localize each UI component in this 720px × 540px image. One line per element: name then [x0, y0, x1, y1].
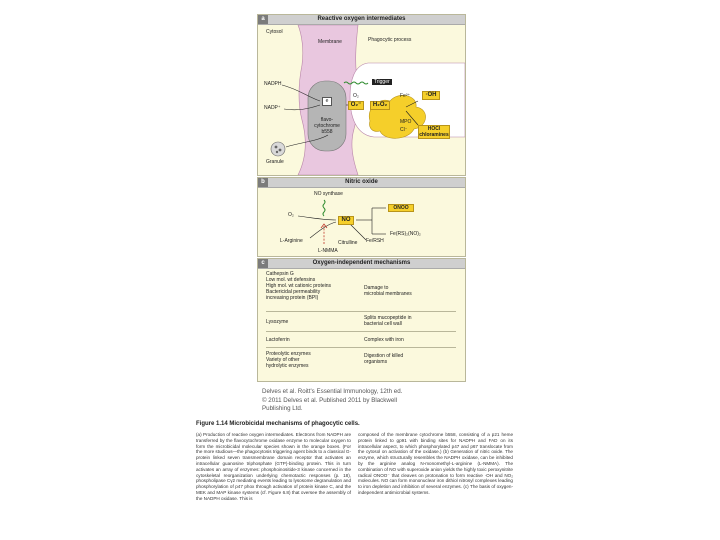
phagocyte-membrane-diagram [270, 25, 465, 175]
figure-credit: Delves et al. Roitt's Essential Immunolo… [262, 388, 462, 414]
panel-c-tag: c [258, 259, 268, 268]
label-l-arginine: L-Arginine [280, 238, 303, 244]
label-nadp: NADP⁺ [264, 105, 281, 111]
panel-b-tag: b [258, 178, 268, 187]
caption-title: Figure 1.14 Microbicidal mechanisms of p… [196, 421, 360, 427]
panel-a: a Reactive oxygen intermediates Cytosol … [257, 14, 466, 176]
label-trigger: Trigger [372, 79, 392, 85]
mechanism-effect: Splits mucopeptide in bacterial cell wal… [364, 315, 412, 327]
label-mpo: MPO [400, 119, 412, 125]
caption-right-column: composed of the membrane cytochrome b558… [358, 432, 513, 495]
nitric-oxide-diagram [297, 199, 386, 244]
panel-b-title: Nitric oxide [345, 179, 378, 185]
panel-b: b Nitric oxide NO synthase O₂ NO ONOO Fe… [257, 177, 466, 257]
label-chloride: Cl⁻ [400, 127, 408, 133]
granule-shape [270, 141, 286, 157]
trigger-signal-icon [343, 81, 369, 85]
panel-a-title: Reactive oxygen intermediates [317, 16, 406, 22]
label-granule: Granule [266, 159, 284, 165]
mechanism-agent: Lactoferrin [266, 337, 290, 343]
label-hydroxyl: ·OH [422, 91, 440, 100]
label-onoo: ONOO [388, 204, 414, 212]
panel-c-title: Oxygen-independent mechanisms [312, 260, 411, 266]
mechanism-effect: Digestion of killed organisms [364, 353, 404, 365]
label-no: NO [338, 216, 354, 225]
table-row: Proteolytic enzymes Variety of other hyd… [266, 349, 456, 375]
mechanism-effect: Damage to microbial membranes [364, 285, 412, 297]
label-o2-b: O₂ [288, 212, 294, 218]
panel-c: c Oxygen-independent mechanisms Cathepsi… [257, 258, 466, 382]
label-cytosol: Cytosol [266, 29, 283, 35]
label-superoxide: O₂⁻ [348, 101, 364, 110]
label-hocl: HOCl chloramines [418, 125, 450, 139]
panel-b-header: b Nitric oxide [258, 178, 465, 188]
credit-line-2: © 2011 Delves et al. Published 2011 by B… [262, 396, 398, 404]
panel-a-header: a Reactive oxygen intermediates [258, 15, 465, 25]
label-fe: Fe²⁺ [400, 93, 411, 99]
panel-c-header: c Oxygen-independent mechanisms [258, 259, 465, 269]
table-row: Lysozyme Splits mucopeptide in bacterial… [266, 313, 456, 332]
flavocytochrome-complex [307, 80, 347, 152]
label-phagocytic-process: Phagocytic process [368, 37, 412, 43]
label-electron: e [322, 97, 332, 106]
no-synthase-signal-icon [322, 199, 326, 217]
mechanism-effect: Complex with iron [364, 337, 404, 343]
mechanism-agent: Cathepsin G Low mol. wt defensins High m… [266, 271, 332, 301]
caption-left-column: (a) Production of reactive oxygen interm… [196, 432, 352, 501]
label-o2-in: O₂ [353, 93, 359, 99]
label-l-nmma: L-NMMA [318, 248, 338, 254]
label-citrulline: Citrulline [338, 240, 358, 246]
credit-line-3: Publishing Ltd. [262, 405, 303, 412]
label-nadph: NADPH [264, 81, 282, 87]
table-row: Cathepsin G Low mol. wt defensins High m… [266, 271, 456, 312]
label-no-synthase: NO synthase [314, 191, 343, 197]
label-h2o2: H₂O₂ [370, 101, 390, 110]
label-membrane: Membrane [318, 39, 342, 45]
label-flavocytochrome: flavo-cytochrome b558 [314, 117, 340, 135]
mechanism-agent: Lysozyme [266, 319, 289, 325]
panel-a-tag: a [258, 15, 268, 24]
credit-line-1: Delves et al. Roitt's Essential Immunolo… [262, 388, 403, 395]
mechanism-agent: Proteolytic enzymes Variety of other hyd… [266, 351, 311, 369]
table-row: Lactoferrin Complex with iron [266, 333, 456, 348]
label-fe-rs-no: Fe(RS)₂(NO)₂ [390, 231, 421, 237]
label-fe-rsh: Fe/RSH [366, 238, 384, 244]
